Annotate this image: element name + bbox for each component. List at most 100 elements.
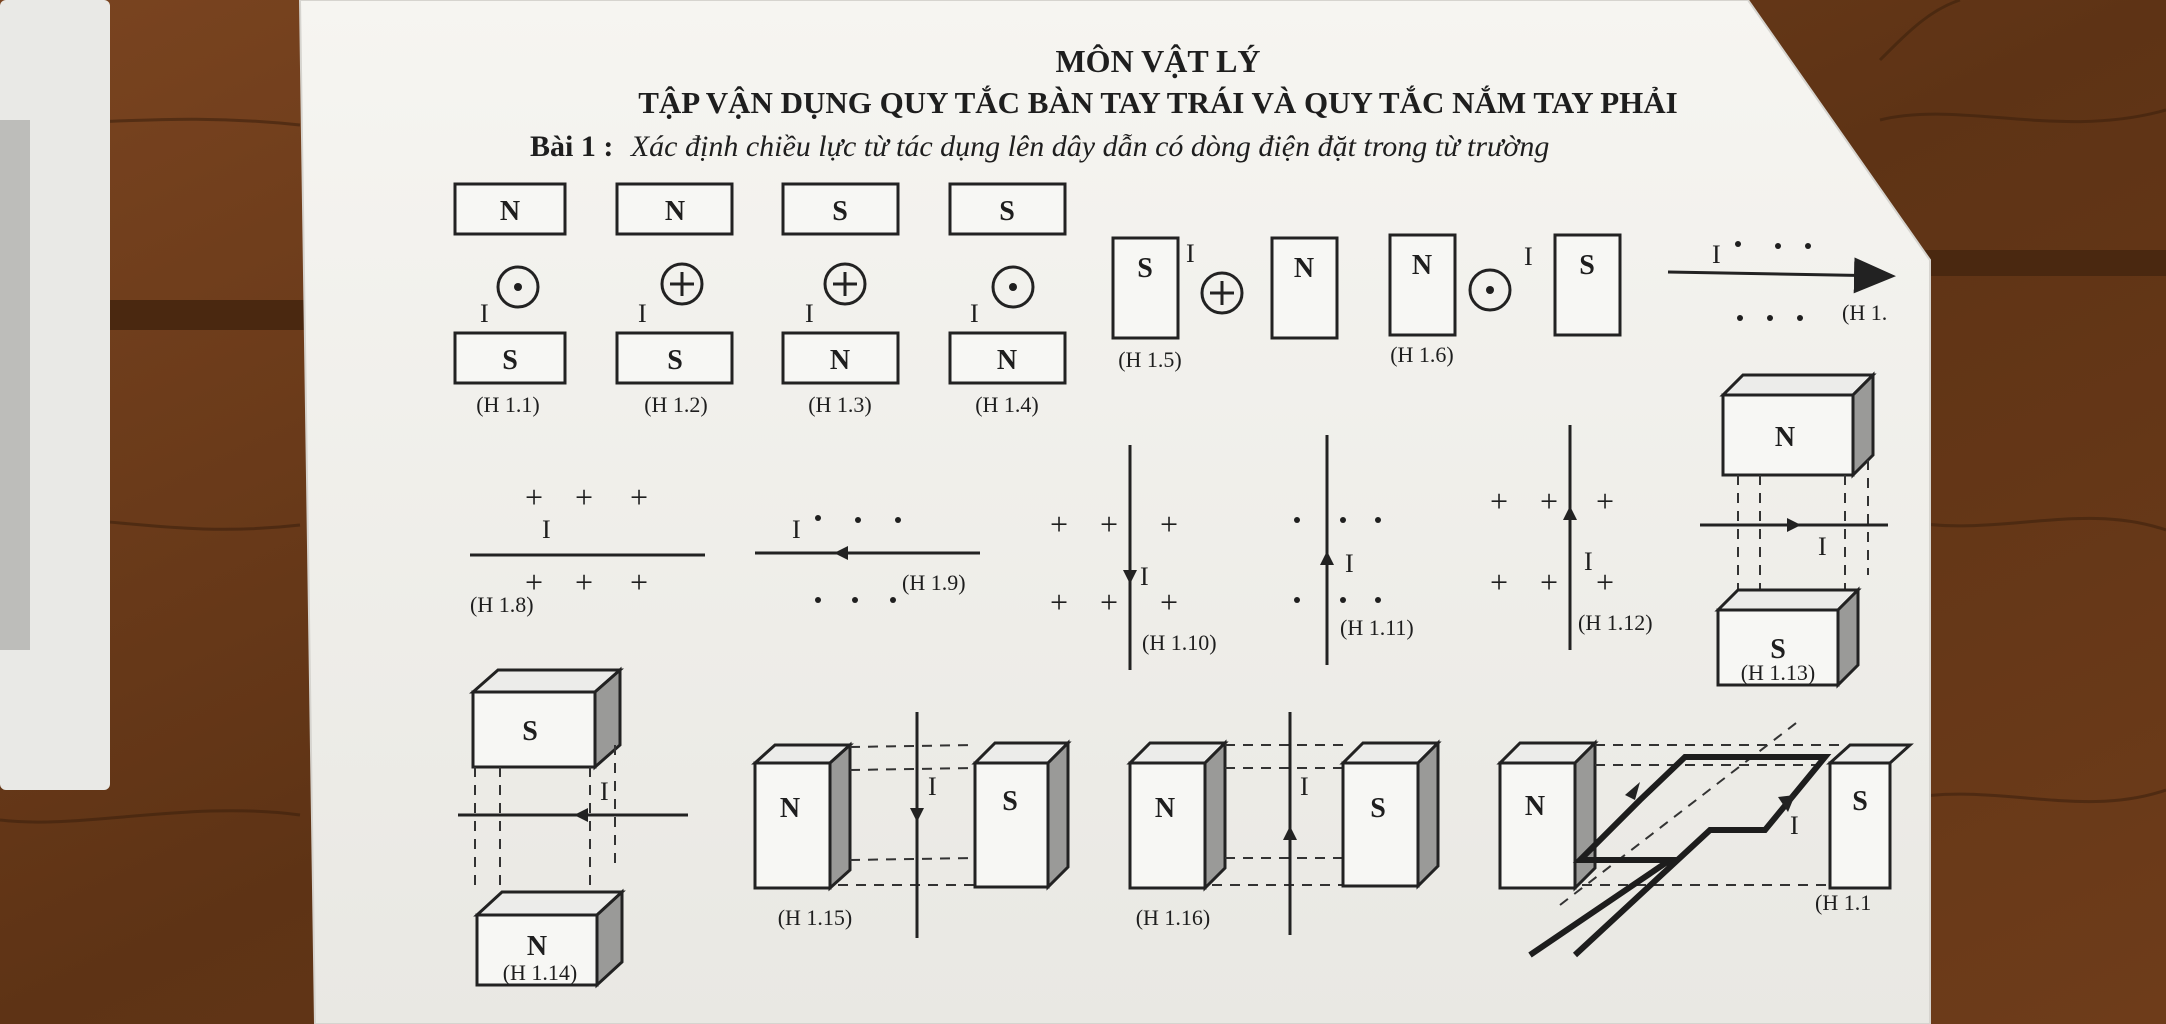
svg-text:(H 1.5): (H 1.5) (1118, 347, 1182, 372)
svg-text:N: N (665, 196, 685, 227)
svg-text:N: N (1412, 250, 1432, 281)
svg-text:S: S (1579, 250, 1595, 281)
svg-text:+: + (1596, 564, 1614, 600)
svg-text:+: + (1490, 483, 1508, 519)
figure-h1-11: I (H 1.11) (1294, 435, 1414, 665)
svg-text:I: I (600, 777, 609, 806)
svg-text:(H 1.12): (H 1.12) (1578, 610, 1653, 635)
figure-h1-4: S I N (H 1.4) (948, 182, 1067, 417)
svg-text:(H 1.10): (H 1.10) (1142, 630, 1217, 655)
svg-text:+: + (525, 479, 543, 515)
exercise-text: Xác định chiều lực từ tác dụng lên dây d… (630, 130, 1550, 163)
svg-text:S: S (1770, 634, 1786, 665)
wire-loop (1528, 754, 1832, 958)
svg-text:+: + (575, 479, 593, 515)
svg-text:(H 1.9): (H 1.9) (902, 570, 966, 595)
svg-text:+: + (1050, 584, 1068, 620)
svg-text:I: I (1712, 240, 1721, 269)
svg-text:(H 1.1): (H 1.1) (476, 392, 540, 417)
svg-text:+: + (630, 564, 648, 600)
svg-text:I: I (1140, 562, 1149, 591)
svg-text:+: + (1160, 584, 1178, 620)
svg-text:+: + (1100, 584, 1118, 620)
svg-text:+: + (1050, 506, 1068, 542)
svg-text:I: I (480, 299, 489, 328)
figure-h1-1: N I S (H 1.1) (453, 182, 567, 417)
svg-text:S: S (1002, 786, 1018, 817)
subject-heading: MÔN VẬT LÝ (1055, 43, 1260, 79)
svg-text:(H 1.2): (H 1.2) (644, 392, 708, 417)
svg-text:+: + (575, 564, 593, 600)
svg-text:I: I (1818, 532, 1827, 561)
svg-text:N: N (500, 196, 520, 227)
exercise-prefix: Bài 1 : (530, 130, 613, 163)
svg-text:I: I (638, 299, 647, 328)
svg-text:+: + (1490, 564, 1508, 600)
svg-text:I: I (970, 299, 979, 328)
svg-text:N: N (1294, 253, 1314, 284)
svg-text:(H 1.6): (H 1.6) (1390, 342, 1454, 367)
svg-text:(H 1.: (H 1. (1842, 300, 1887, 325)
svg-text:N: N (780, 793, 800, 824)
svg-text:(H 1.4): (H 1.4) (975, 392, 1039, 417)
figure-h1-3: S I N (H 1.3) (781, 182, 900, 417)
svg-text:S: S (667, 345, 683, 376)
figure-h1-15: N I S (H 1.15) (751, 712, 1072, 938)
svg-text:S: S (1137, 253, 1153, 284)
svg-text:+: + (1596, 483, 1614, 519)
wood-seam-right (1900, 250, 2166, 276)
svg-text:N: N (1775, 422, 1795, 453)
svg-text:I: I (928, 772, 937, 801)
svg-text:(H 1.8): (H 1.8) (470, 592, 534, 617)
figure-h1-5: S I N (H 1.5) (1111, 236, 1339, 372)
svg-text:+: + (525, 564, 543, 600)
svg-text:I: I (1345, 549, 1354, 578)
svg-text:I: I (542, 515, 551, 544)
svg-text:(H 1.15): (H 1.15) (778, 905, 853, 930)
svg-text:+: + (1100, 506, 1118, 542)
figure-h1-8: + + + I + + + (H 1.8) (470, 479, 705, 617)
svg-text:I: I (805, 299, 814, 328)
figure-h1-9: I (H 1.9) (755, 515, 980, 603)
svg-text:I: I (1584, 547, 1593, 576)
figure-h1-12: + + + I + + + (H 1.12) (1490, 425, 1653, 650)
svg-text:+: + (1160, 506, 1178, 542)
svg-text:N: N (1525, 791, 1545, 822)
svg-text:I: I (792, 515, 801, 544)
svg-text:S: S (502, 345, 518, 376)
svg-text:N: N (830, 345, 850, 376)
svg-text:I: I (1300, 772, 1309, 801)
figure-h1-2: N I S (H 1.2) (615, 182, 734, 417)
svg-text:(H 1.13): (H 1.13) (1741, 660, 1816, 685)
svg-text:N: N (527, 931, 547, 962)
svg-text:(H 1.16): (H 1.16) (1136, 905, 1211, 930)
svg-text:I: I (1524, 242, 1533, 271)
svg-text:(H 1.3): (H 1.3) (808, 392, 872, 417)
figure-h1-16: N I S (H 1.16) (1126, 712, 1442, 935)
svg-text:I: I (1790, 811, 1799, 840)
svg-text:N: N (1155, 793, 1175, 824)
figure-h1-14: S I N (H 1.14) (458, 666, 688, 989)
svg-text:S: S (1370, 793, 1386, 824)
worksheet-title: TẬP VẬN DỤNG QUY TẮC BÀN TAY TRÁI VÀ QUY… (638, 84, 1678, 120)
svg-text:S: S (832, 196, 848, 227)
svg-text:S: S (999, 196, 1015, 227)
figure-h1-17: N I S (H 1.1 (1496, 719, 1914, 958)
svg-text:(H 1.14): (H 1.14) (503, 960, 578, 985)
svg-text:S: S (1852, 786, 1868, 817)
svg-text:I: I (1186, 239, 1195, 268)
figure-h1-6: N I S (H 1.6) (1388, 233, 1622, 367)
tray-shadow (0, 120, 30, 650)
svg-text:+: + (1540, 483, 1558, 519)
svg-text:N: N (997, 345, 1017, 376)
exercise-line: Bài 1 : Xác định chiều lực từ tác dụng l… (530, 130, 1549, 163)
figure-h1-13: N I S (H 1.13) (1700, 371, 1888, 689)
svg-text:S: S (522, 716, 538, 747)
figure-h1-7: I (H 1. (1667, 240, 1896, 325)
figure-h1-10: + + + I + + + (H 1.10) (1050, 445, 1217, 670)
svg-text:(H 1.1: (H 1.1 (1815, 890, 1871, 915)
svg-text:+: + (630, 479, 648, 515)
svg-text:+: + (1540, 564, 1558, 600)
svg-text:(H 1.11): (H 1.11) (1340, 615, 1414, 640)
